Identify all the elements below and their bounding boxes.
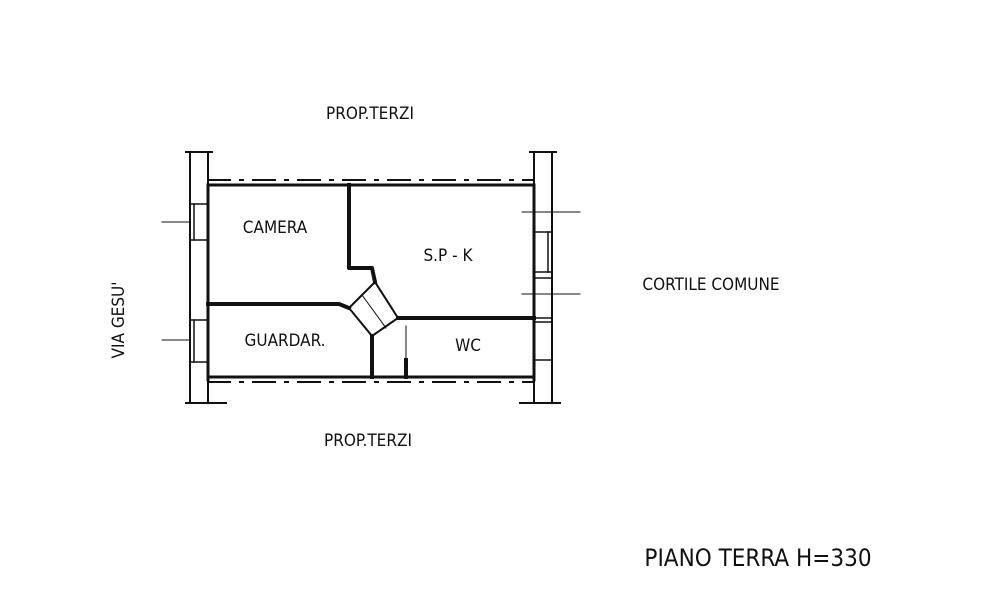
right-window-bottom (521, 277, 581, 361)
courtyard-label: CORTILE COMUNE (642, 275, 779, 295)
left-window-top (161, 203, 209, 241)
left-window-bottom (161, 319, 209, 363)
room-label-wc: WC (455, 336, 481, 356)
south-neighbor-label: PROP.TERZI (324, 431, 412, 451)
north-neighbor-label: PROP.TERZI (326, 104, 414, 124)
top-wall (206, 179, 536, 187)
hallway-doors (347, 280, 407, 361)
right-window-top (521, 211, 581, 273)
interior-walls (206, 183, 536, 379)
room-label-spk: S.P - K (423, 246, 473, 266)
floor-height-label: PIANO TERRA H=330 (644, 544, 871, 572)
floor-plan-outline (161, 151, 581, 404)
room-label-camera: CAMERA (243, 218, 308, 238)
street-label: VIA GESU' (109, 282, 129, 359)
left-exterior-wall (185, 151, 227, 404)
room-label-guardar: GUARDAR. (245, 331, 326, 351)
